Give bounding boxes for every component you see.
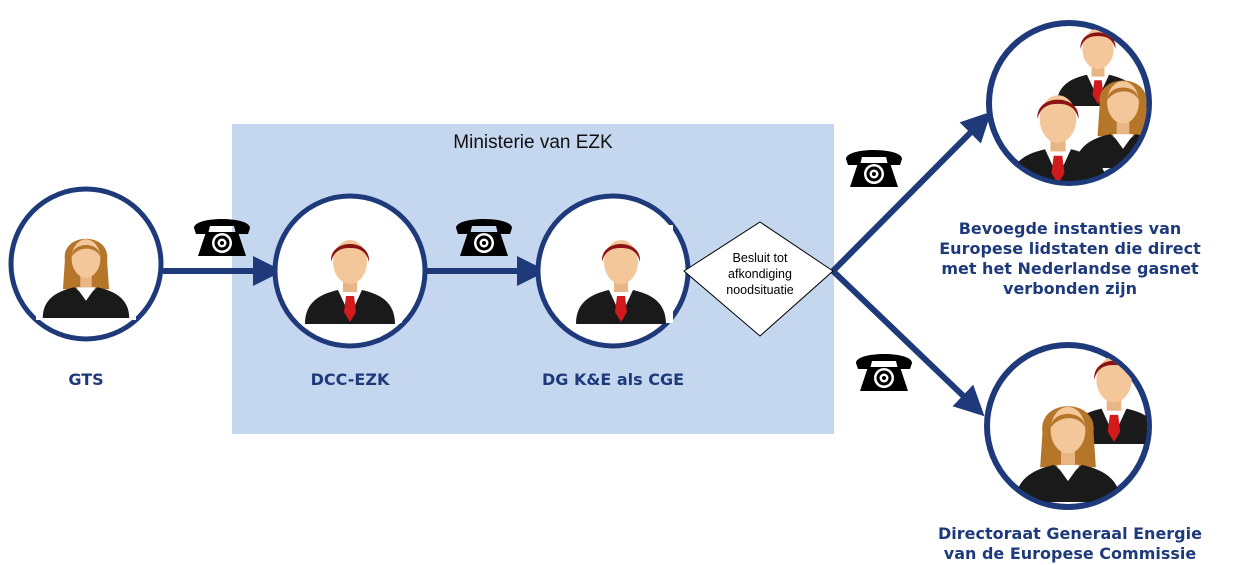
member-states-line: met het Nederlandse gasnet [941,259,1199,278]
arrow-to-member-states [830,111,992,274]
ministry-title: Ministerie van EZK [453,132,613,153]
dg-node [535,193,691,349]
decision-line: noodsituatie [726,283,794,297]
dg-label: DG K&E als CGE [541,370,684,389]
phone-icon [846,150,902,187]
member-states-label: Bevoegde instanties van Europese lidstat… [938,219,1202,299]
arrow-to-commission [830,268,985,417]
dcc-node [272,193,428,349]
decision-diamond [683,221,834,337]
member-states-line: Bevoegde instanties van [958,219,1182,238]
gts-node [8,186,164,342]
member-states-node [986,20,1152,186]
commission-line: Directoraat Generaal Energie [938,524,1202,543]
gts-label: GTS [68,370,104,389]
commission-label: Directoraat Generaal Energie van de Euro… [920,524,1220,564]
dcc-label: DCC-EZK [310,370,390,389]
decision-label: Besluit tot afkondiging noodsituatie [712,250,808,298]
phone-icon [856,354,912,391]
member-states-line: verbonden zijn [1003,279,1137,298]
commission-node [984,342,1152,510]
decision-line: afkondiging [728,267,792,281]
commission-line: van de Europese Commissie [943,544,1197,563]
member-states-line: Europese lidstaten die direct [939,239,1201,258]
decision-line: Besluit tot [732,251,788,265]
